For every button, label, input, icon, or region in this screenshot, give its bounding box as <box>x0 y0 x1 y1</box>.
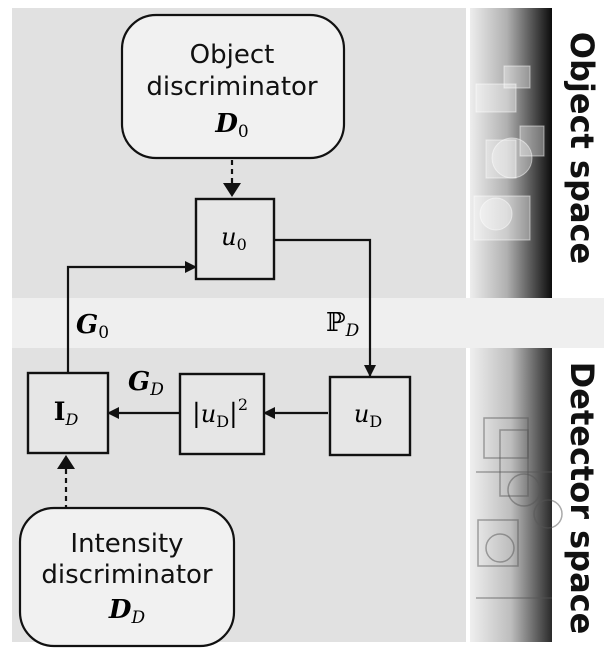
uD-node: uD <box>328 375 412 457</box>
intensity-discriminator-line1: Intensity <box>70 529 183 559</box>
ID-to-u0-arrow <box>66 261 197 372</box>
abs-symbol-main: u <box>201 400 216 428</box>
uD-symbol-sub: D <box>369 412 382 431</box>
object-discriminator-node: Object discriminator D0 <box>120 13 346 160</box>
uD-symbol: uD <box>354 400 382 431</box>
intensity-discriminator-symbol: DD <box>108 595 146 628</box>
u0-symbol-sub: 0 <box>237 235 247 254</box>
GD-label-sub: D <box>149 380 164 400</box>
abs-uD-squared-symbol: |uD|2 <box>192 395 248 431</box>
ID-node: ID <box>26 371 110 455</box>
PD-label-main: ℙ <box>326 308 346 338</box>
detector-space-image <box>470 348 563 642</box>
intensity-discriminator-symbol-main: D <box>108 595 132 625</box>
abs-left-bar: | <box>192 399 201 429</box>
GD-label-main: G <box>128 367 150 397</box>
G0-label: G0 <box>76 310 109 343</box>
object-discriminator-symbol-main: D <box>214 109 238 139</box>
object-discriminator-line2: discriminator <box>146 72 318 102</box>
ID-symbol-sub: D <box>64 410 78 429</box>
intensity-discriminator-line2: discriminator <box>41 560 213 590</box>
object-discriminator-symbol-sub: 0 <box>238 122 249 142</box>
PD-label-sub: D <box>345 321 360 341</box>
object-discriminator-line1: Object <box>190 40 275 70</box>
connectors <box>57 160 376 510</box>
G0-label-sub: 0 <box>98 323 109 343</box>
space-separator-band <box>12 298 604 348</box>
GD-label: GD <box>128 367 164 400</box>
ID-symbol-main: I <box>54 397 66 426</box>
u0-node: u0 <box>194 197 276 281</box>
u0-symbol-main: u <box>221 223 236 251</box>
abs-sup: 2 <box>238 395 248 414</box>
abs-uD-squared-node: |uD|2 <box>178 372 266 456</box>
abs-right-bar: | <box>229 399 238 429</box>
G0-label-main: G <box>76 310 98 340</box>
uD-symbol-main: u <box>354 400 369 428</box>
detector-space-label: Detector space <box>563 362 601 635</box>
u0-symbol: u0 <box>221 223 247 254</box>
object-discriminator-symbol: D0 <box>214 109 248 142</box>
ID-symbol: ID <box>54 397 79 429</box>
intensity-discriminator-node: Intensity discriminator DD <box>18 506 236 648</box>
object-space-image <box>470 8 552 298</box>
object-space-label: Object space <box>563 32 601 264</box>
u0-to-uD-arrow <box>274 238 376 377</box>
intensity-discriminator-symbol-sub: D <box>130 608 145 628</box>
abs-symbol-sub: D <box>216 412 229 431</box>
PD-label: ℙD <box>326 308 360 341</box>
